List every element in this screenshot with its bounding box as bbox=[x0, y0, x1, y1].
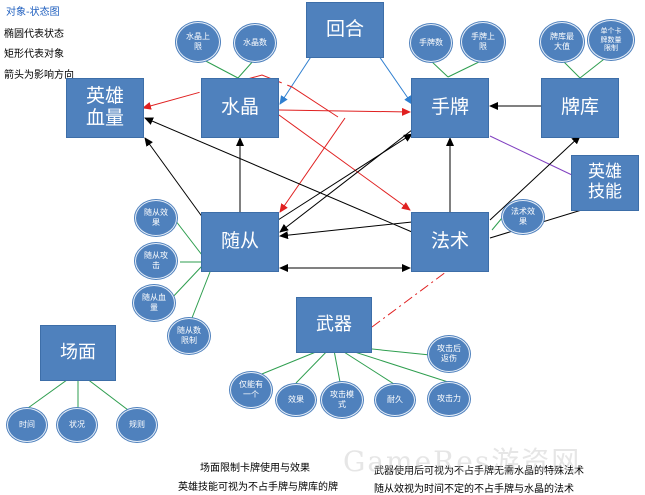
arrow-crystal-herohp bbox=[142, 74, 339, 118]
state-hand-count-label: 手牌数 bbox=[419, 38, 443, 48]
object-deck-label: 牌库 bbox=[560, 96, 599, 119]
state-deck-single-limit: 单个卡 牌数量 限制 bbox=[588, 20, 634, 60]
legend-title: 对象-状态图 bbox=[6, 7, 60, 18]
state-field-time-label: 时间 bbox=[19, 420, 35, 430]
object-minion-label: 随从 bbox=[220, 230, 259, 253]
object-hero-hp-label: 英雄 血量 bbox=[85, 85, 124, 129]
object-crystal-label: 水晶 bbox=[220, 96, 259, 119]
link-minion-limit bbox=[189, 271, 211, 324]
arrow-spell-minion bbox=[279, 221, 413, 240]
object-hero-skill: 英雄 技能 bbox=[571, 155, 639, 211]
note-field-limit: 场面限制卡牌使用与效果 bbox=[200, 463, 310, 474]
state-field-rules-label: 规则 bbox=[129, 420, 145, 430]
black-arrows bbox=[144, 102, 599, 272]
arrow-spell-herohp bbox=[144, 117, 413, 233]
state-weapon-durability-label: 耐久 bbox=[387, 395, 403, 405]
state-field-status: 状况 bbox=[57, 408, 97, 442]
object-spell-label: 法术 bbox=[430, 230, 469, 253]
state-deck-max: 牌库最 大值 bbox=[540, 22, 584, 62]
arrow-crystal-hand bbox=[278, 107, 411, 116]
state-weapon-attack-mode-label: 攻击模 式 bbox=[330, 390, 354, 409]
arrow-weapon-spell bbox=[371, 265, 455, 328]
arrow-crystal-minion bbox=[279, 117, 346, 213]
link-minion-effect bbox=[171, 215, 203, 256]
link-spell-effect bbox=[491, 217, 503, 231]
state-weapon-attack-label: 攻击力 bbox=[437, 394, 461, 404]
object-hero-skill-label: 英雄 技能 bbox=[588, 162, 622, 202]
link-hand-count bbox=[429, 59, 449, 78]
state-crystal-count-label: 水晶数 bbox=[243, 38, 267, 48]
link-hand-max bbox=[447, 59, 484, 78]
crystal-arrows bbox=[142, 74, 455, 328]
arrow-hand-minion bbox=[279, 129, 413, 233]
state-minion-limit-label: 随从数 限制 bbox=[177, 326, 201, 345]
state-field-time: 时间 bbox=[7, 408, 47, 442]
legend-rect: 矩形代表对象 bbox=[4, 49, 64, 60]
object-weapon: 武器 bbox=[296, 297, 372, 353]
watermark: GameRes游资网 bbox=[343, 445, 582, 478]
note-weapon: 武器使用后可视为不占手牌无需水晶的特殊法术 bbox=[374, 466, 584, 477]
state-weapon-attack: 攻击力 bbox=[428, 382, 470, 416]
arrow-spell-deck bbox=[489, 135, 581, 221]
object-turn: 回合 bbox=[306, 2, 384, 58]
purple-arrows bbox=[489, 135, 573, 176]
arrow-crystal-spell bbox=[278, 114, 411, 211]
state-minion-effect: 随从效 果 bbox=[135, 200, 177, 236]
note-hero-skill: 英雄技能可视为不占手牌与牌库的牌 bbox=[178, 482, 338, 493]
link-minion-hp bbox=[169, 265, 203, 301]
state-weapon-effect: 效果 bbox=[276, 384, 316, 416]
link-crystal-max bbox=[199, 57, 239, 79]
state-crystal-max-label: 水晶上 限 bbox=[186, 32, 210, 51]
state-minion-effect-label: 随从效 果 bbox=[144, 208, 168, 227]
object-hero-hp: 英雄 血量 bbox=[66, 78, 144, 138]
state-minion-limit: 随从数 限制 bbox=[168, 318, 210, 354]
state-deck-single-limit-label: 单个卡 牌数量 限制 bbox=[600, 27, 622, 53]
object-deck: 牌库 bbox=[541, 78, 619, 138]
object-hand: 手牌 bbox=[411, 78, 489, 138]
legend-ellipse: 椭圆代表状态 bbox=[4, 29, 64, 40]
state-spell-effect: 法术效 果 bbox=[502, 200, 544, 234]
state-minion-attack-label: 随从攻 击 bbox=[144, 251, 168, 270]
state-field-status-label: 状况 bbox=[69, 420, 85, 430]
state-weapon-effect-label: 效果 bbox=[288, 395, 304, 405]
state-hand-max-label: 手牌上 限 bbox=[471, 32, 495, 51]
state-weapon-durability: 耐久 bbox=[375, 384, 415, 416]
legend-arrow: 箭头为影响方向 bbox=[4, 70, 74, 81]
state-crystal-max: 水晶上 限 bbox=[176, 22, 220, 62]
object-field-label: 场面 bbox=[60, 341, 96, 363]
arrow-minion-hand bbox=[277, 133, 413, 221]
object-weapon-label: 武器 bbox=[316, 313, 352, 335]
arrow-deck-heroskill bbox=[489, 135, 573, 176]
state-spell-effect-label: 法术效 果 bbox=[511, 207, 535, 226]
state-hand-max: 手牌上 限 bbox=[461, 22, 505, 62]
state-weapon-counter-label: 攻击后 返伤 bbox=[437, 344, 461, 363]
object-field: 场面 bbox=[40, 325, 116, 381]
state-crystal-count: 水晶数 bbox=[234, 24, 276, 62]
object-hand-label: 手牌 bbox=[430, 96, 469, 119]
object-turn-label: 回合 bbox=[325, 18, 364, 41]
state-weapon-once: 仅能有 一个 bbox=[230, 372, 272, 408]
state-weapon-attack-mode: 攻击模 式 bbox=[321, 382, 363, 418]
state-minion-attack: 随从攻 击 bbox=[135, 243, 177, 279]
object-minion: 随从 bbox=[201, 212, 279, 272]
link-deck-single bbox=[579, 55, 609, 79]
link-deck-max bbox=[561, 59, 581, 79]
state-deck-max-label: 牌库最 大值 bbox=[550, 32, 574, 51]
state-minion-hp: 随从血 量 bbox=[133, 285, 175, 321]
arrow-minion-herohp bbox=[144, 137, 204, 219]
object-spell: 法术 bbox=[411, 212, 489, 272]
object-crystal: 水晶 bbox=[201, 78, 279, 138]
state-weapon-once-label: 仅能有 一个 bbox=[239, 380, 263, 399]
state-field-rules: 规则 bbox=[117, 408, 157, 442]
state-hand-count: 手牌数 bbox=[410, 24, 452, 62]
note-minion-effect: 随从效视为时间不定的不占手牌与水晶的法术 bbox=[374, 484, 574, 495]
link-crystal-count bbox=[237, 59, 255, 79]
state-weapon-counter: 攻击后 返伤 bbox=[428, 336, 470, 372]
state-minion-hp-label: 随从血 量 bbox=[142, 293, 166, 312]
